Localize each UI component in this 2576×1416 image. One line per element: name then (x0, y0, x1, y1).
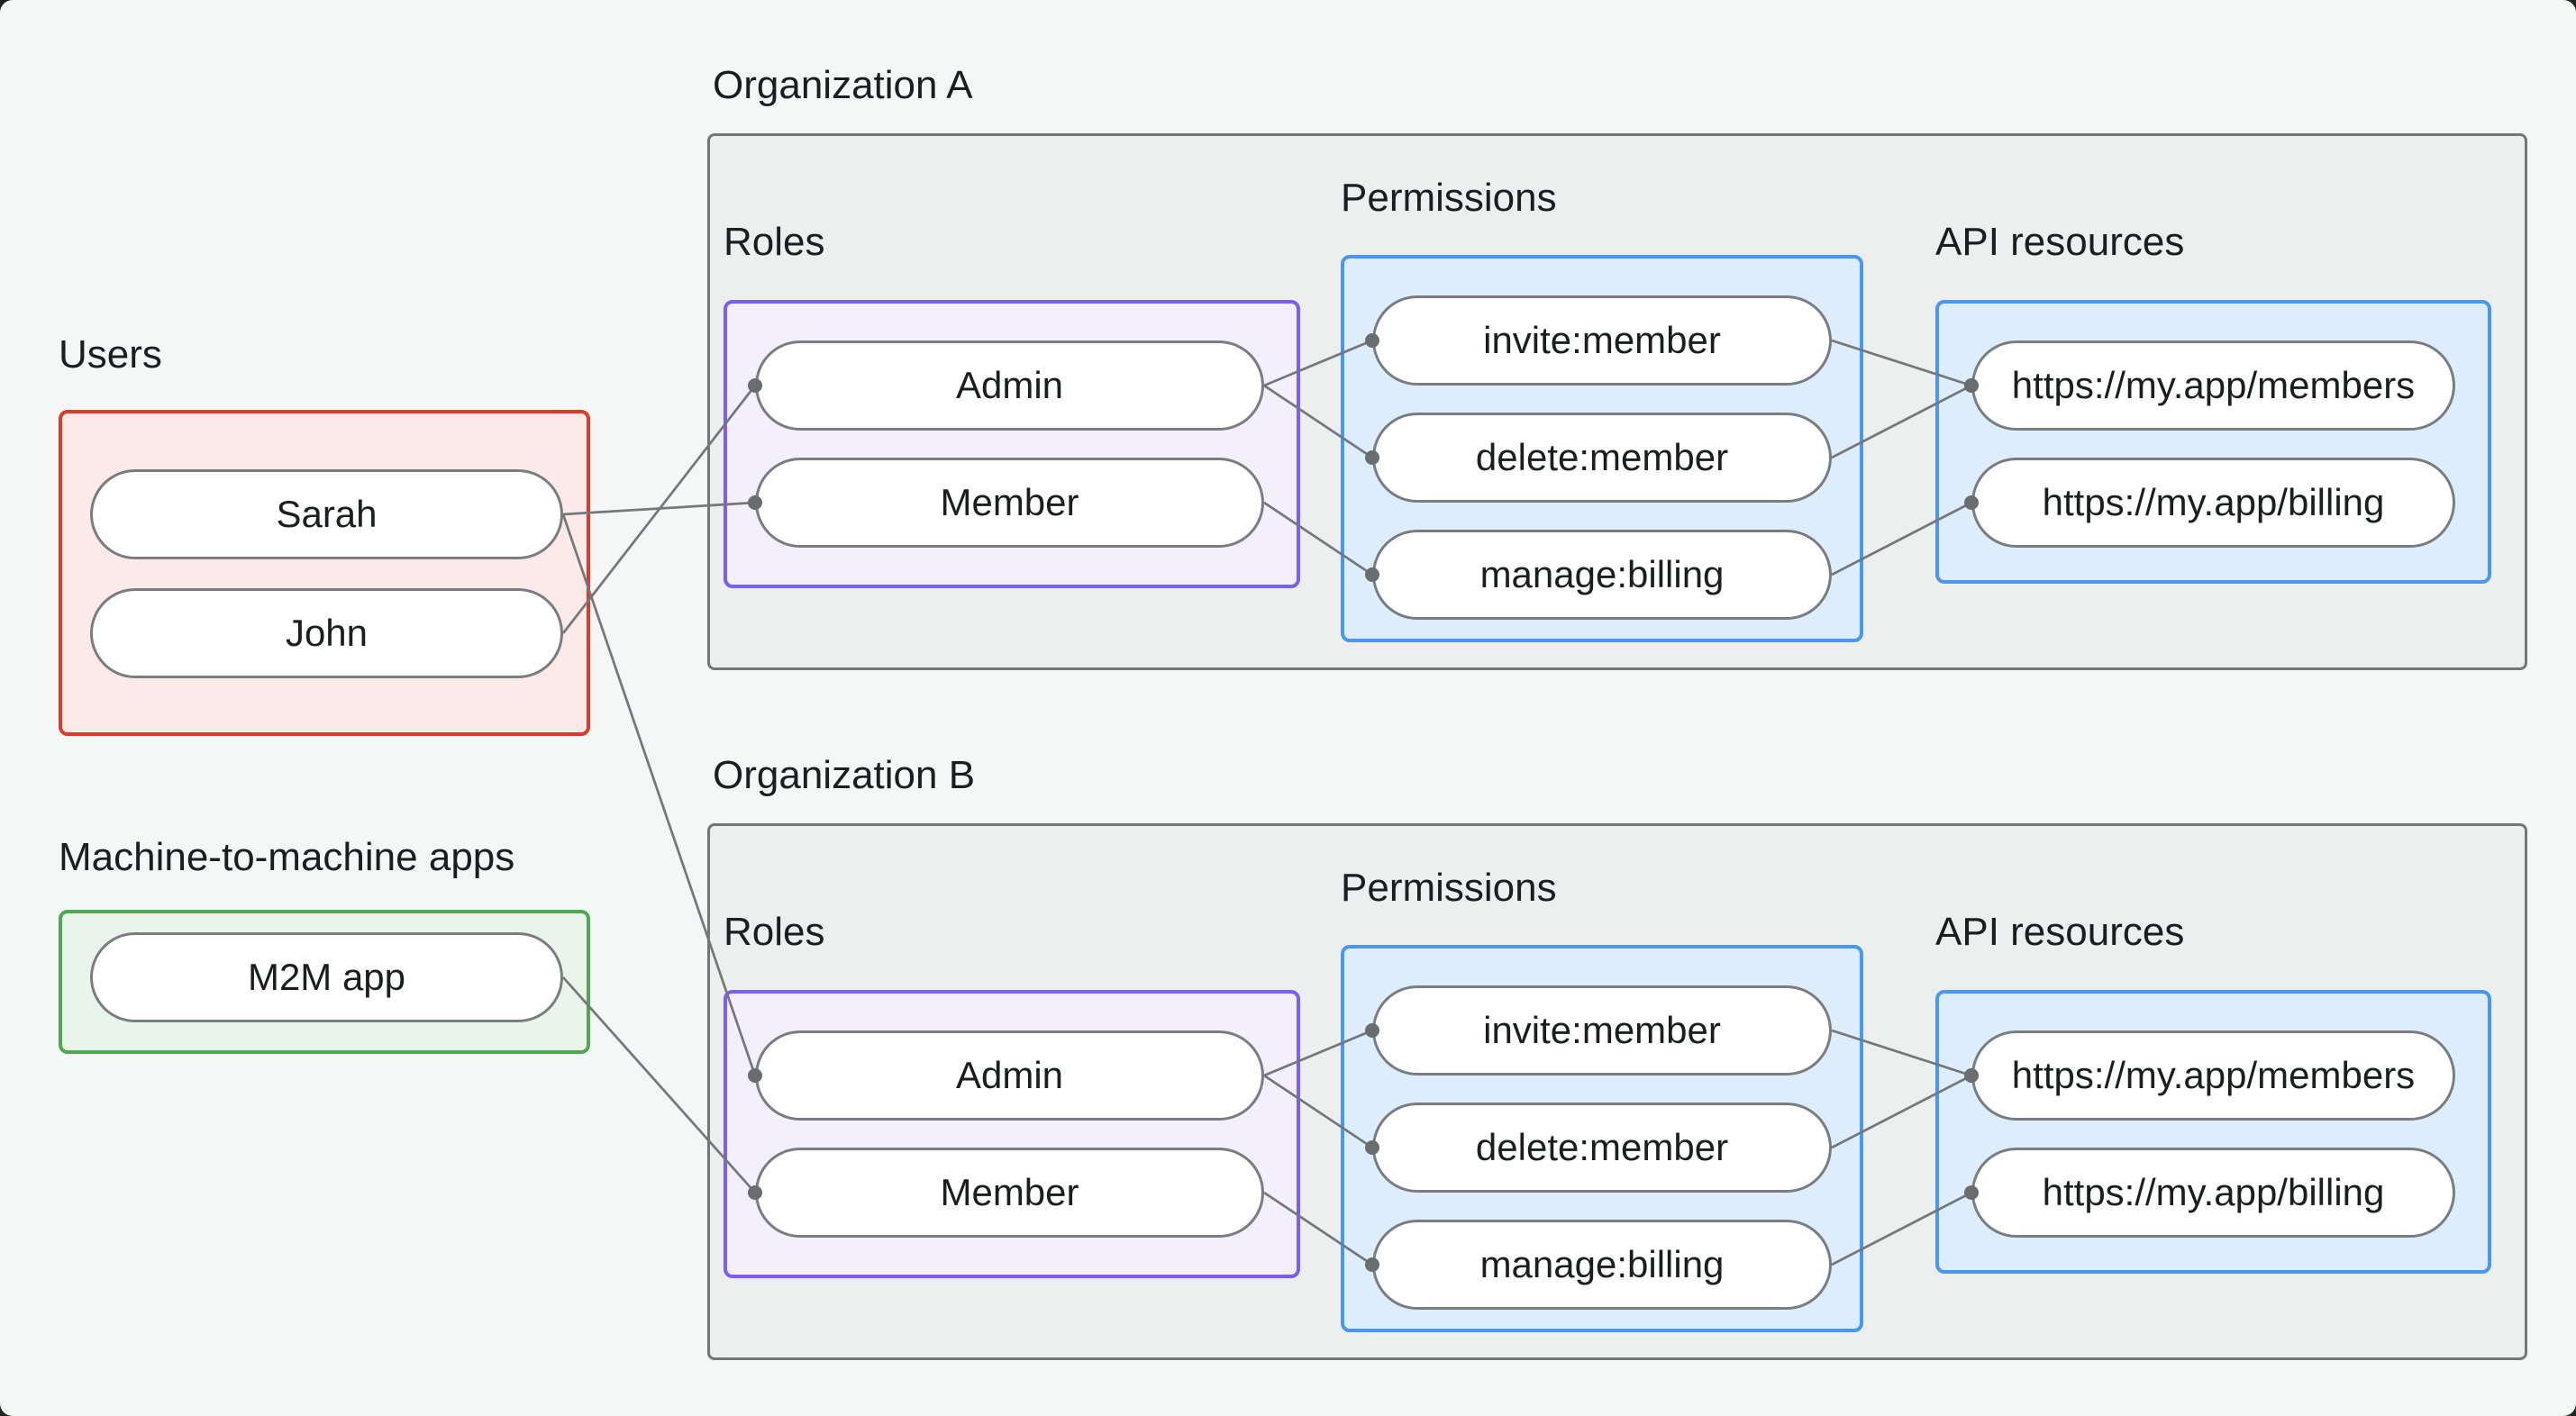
user-node-sarah: Sarah (90, 469, 563, 559)
users-group-box (59, 410, 590, 736)
org-b-permissions-label: Permissions (1341, 866, 1557, 910)
organization-a-title: Organization A (713, 63, 973, 107)
org-a-role-admin: Admin (755, 340, 1264, 431)
org-b-permission-manage-billing: manage:billing (1372, 1220, 1832, 1310)
org-a-api-members: https://my.app/members (1971, 340, 2455, 431)
m2m-group-label: Machine-to-machine apps (59, 835, 515, 879)
org-a-api-resources-label: API resources (1935, 220, 2185, 264)
organization-b-title: Organization B (713, 753, 976, 797)
org-a-permission-delete-member: delete:member (1372, 413, 1832, 503)
org-b-permission-delete-member: delete:member (1372, 1103, 1832, 1193)
org-b-role-member: Member (755, 1148, 1264, 1238)
organization-b-box: Organization B Roles Permissions API res… (707, 753, 2527, 1360)
org-b-api-resources-label: API resources (1935, 910, 2185, 954)
org-b-roles-label: Roles (724, 910, 825, 954)
org-a-permission-manage-billing: manage:billing (1372, 530, 1832, 620)
org-b-api-billing: https://my.app/billing (1971, 1148, 2455, 1238)
org-b-permission-invite-member: invite:member (1372, 985, 1832, 1076)
org-a-roles-label: Roles (724, 220, 825, 264)
users-group-label: Users (59, 332, 162, 377)
m2m-app-node: M2M app (90, 932, 563, 1022)
org-a-api-billing: https://my.app/billing (1971, 458, 2455, 548)
org-b-role-admin: Admin (755, 1030, 1264, 1121)
user-node-john: John (90, 588, 563, 678)
organization-a-box: Organization A Roles Permissions API res… (707, 63, 2527, 670)
org-a-permission-invite-member: invite:member (1372, 295, 1832, 386)
org-b-api-members: https://my.app/members (1971, 1030, 2455, 1121)
org-a-role-member: Member (755, 458, 1264, 548)
org-a-permissions-label: Permissions (1341, 176, 1557, 220)
